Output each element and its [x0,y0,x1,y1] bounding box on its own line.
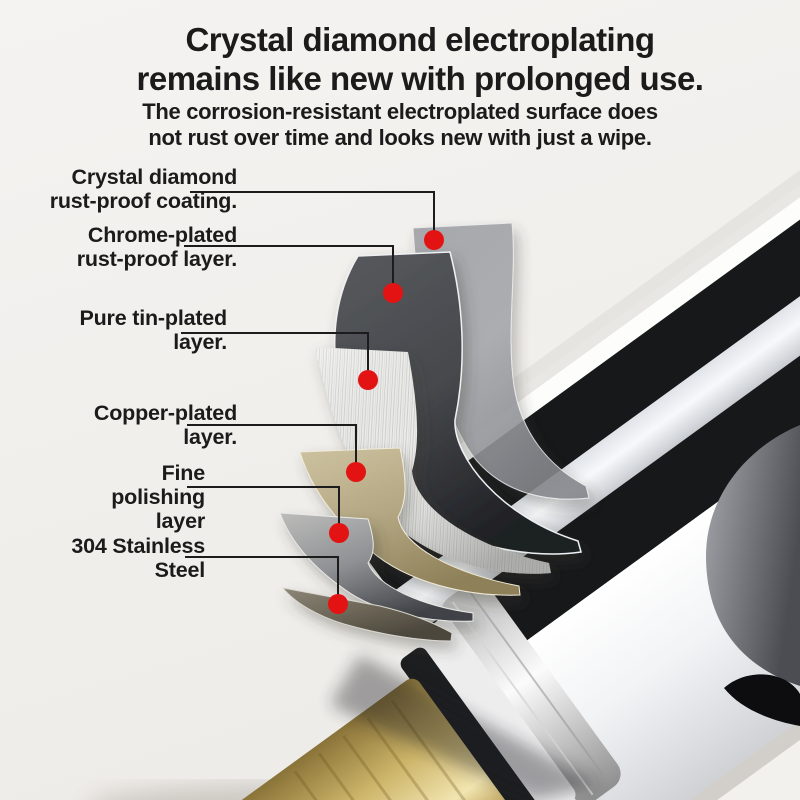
label-line: Steel [154,558,206,582]
headline-line-2: remains like new with prolonged use. [136,60,704,97]
pipe-black-stripe-2 [419,243,800,689]
callout-dot-polishing [329,523,349,543]
callout-lines [181,191,435,604]
label-chrome-plated: Chrome-plated rust-proof layer. [77,223,237,271]
label-tin-plated: Pure tin-plated layer. [79,306,227,354]
layer-sheet-fine-polishing [279,512,474,622]
label-line: rust-proof layer. [76,247,237,271]
label-line: Pure tin-plated [79,306,227,330]
callout-dot-crystal [424,230,444,250]
callout-dots [328,230,444,614]
callout-dot-chrome [383,283,403,303]
counter-shadow-line [593,482,800,800]
label-stainless-steel: 304 Stainless Steel [71,534,205,582]
coating-layers [279,222,590,642]
label-fine-polishing: Fine polishing layer [111,461,205,533]
layer-sheet-tin-plated [315,347,551,574]
callout-line-polishing [187,486,340,533]
callout-line-steel [185,556,339,604]
callout-dot-copper [346,462,366,482]
headline: Crystal diamond electroplating remains l… [40,20,800,98]
cap-ring-line [451,601,594,796]
brass-fitting [183,678,508,800]
label-line: layer. [173,330,227,354]
subheadline-line-2: not rust over time and looks new with ju… [148,125,652,150]
callout-line-tin [181,332,369,380]
label-line: Chrome-plated [87,223,237,247]
pipe-black-stripe-1 [355,154,800,593]
callout-dot-tin [358,370,378,390]
layer-sheet-stainless-steel [281,587,453,642]
subheadline-line-1: The corrosion-resistant electroplated su… [142,99,658,124]
callout-line-copper [187,424,357,472]
label-line: Crystal diamond [71,165,238,189]
subheadline: The corrosion-resistant electroplated su… [0,99,800,151]
label-line: 304 Stainless [71,534,205,558]
callout-line-chrome [184,245,394,293]
label-line: layer [155,509,205,533]
cap-ring-line [468,589,610,784]
label-line: layer. [183,425,237,449]
under-cap-shadow [330,655,600,800]
label-line: rust-proof coating. [49,189,237,213]
tin-sheet-shading [315,347,551,574]
callout-dot-steel [328,594,348,614]
headline-line-1: Crystal diamond electroplating [185,21,655,58]
brass-threads [293,699,482,800]
callout-line-crystal [190,191,435,240]
spout-black-curl [724,674,800,726]
cap-outer-ring [441,581,621,800]
label-line: polishing [111,485,205,509]
label-copper-plated: Copper-plated layer. [94,401,237,449]
label-crystal-coating: Crystal diamond rust-proof coating. [50,165,237,213]
label-line: Copper-plated [93,401,237,425]
label-line: Fine [161,461,206,485]
spout-reflection [706,425,800,686]
